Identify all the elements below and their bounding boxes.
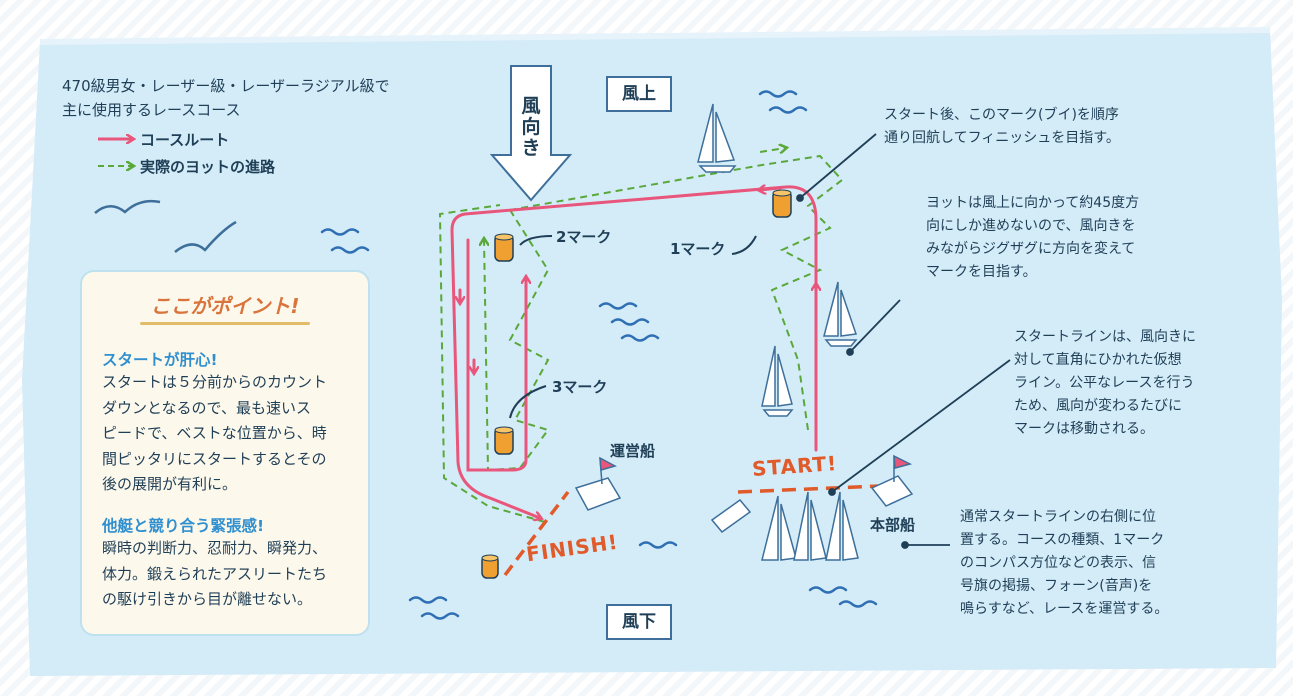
point-section1-body: スタートは５分前からのカウント ダウンとなるので、最も速いス ピードで、ベストな…	[102, 370, 364, 498]
course-route	[450, 187, 816, 518]
point-section2-body: 瞬時の判断力、忍耐力、瞬発力、 体力。鍛えられたアスリートたち の駆け引きから目…	[102, 536, 364, 613]
wind-direction-label: 風 向 き	[516, 96, 546, 159]
wave-icons	[320, 90, 878, 620]
course-intro: 470級男女・レーザー級・レーザーラジアル級で 主に使用するレースコース	[62, 74, 390, 122]
startline-note-line: マークは移動される。	[1014, 421, 1154, 437]
point-section1-line: 間ピッタリにスタートするとその	[102, 449, 327, 468]
buoy-mark3	[494, 426, 514, 455]
hq-note-line: 号旗の掲揚、フォーン(音声)を	[960, 578, 1153, 594]
zigzag-note-line: マークを目指す。	[926, 264, 1037, 280]
upwind-label: 風上	[606, 76, 672, 112]
point-section1-line: ダウンとなるので、最も速いス	[102, 398, 311, 417]
sailboat-icons	[697, 103, 859, 561]
mark1-label: 1マーク	[670, 240, 726, 258]
mark-note: スタート後、このマーク(ブイ)を順序 通り回航してフィニッシュを目指す。	[884, 104, 1120, 150]
wind-arrow	[489, 65, 573, 202]
startline-note-line: ライン。公平なレースを行う	[1014, 375, 1195, 391]
startline-note-line: ため、風向が変わるたびに	[1014, 398, 1182, 414]
zigzag-note: ヨットは風上に向かって約45度方 向にしか進めないので、風向きを みながらジグザ…	[926, 192, 1139, 284]
point-card: ここがポイント! スタートが肝心! スタートは５分前からのカウント ダウンとなる…	[80, 270, 370, 636]
committee-boat-small	[574, 456, 622, 511]
hq-note: 通常スタートラインの右側に位 置する。コースの種類、1マーク のコンパス方位など…	[960, 506, 1168, 621]
zigzag-note-line: 向にしか進めないので、風向きを	[926, 218, 1136, 234]
legend-course-route: コースルート	[140, 131, 230, 149]
intro-line-1: 470級男女・レーザー級・レーザーラジアル級で	[62, 77, 390, 95]
point-section2-line: 瞬時の判断力、忍耐力、瞬発力、	[102, 539, 328, 557]
committee-boat-main	[870, 454, 914, 507]
downwind-label: 風下	[606, 604, 672, 640]
point-section1-line: 後の展開が有利に。	[102, 475, 238, 493]
point-section1-line: スタートは５分前からのカウント	[102, 373, 328, 391]
point-section2-line: 体力。鍛えられたアスリートたち	[102, 564, 328, 583]
start-line	[737, 484, 881, 494]
intro-line-2: 主に使用するレースコース	[62, 101, 241, 119]
startline-note-line: 対して直角にひかれた仮想	[1014, 352, 1182, 368]
point-section2-line: の駆け引きから目が離せない。	[102, 590, 313, 608]
mark-note-line: 通り回航してフィニッシュを目指す。	[884, 130, 1120, 146]
buoy-finish	[481, 554, 499, 579]
point-card-title: ここがポイント!	[150, 294, 300, 318]
hq-note-line: 通常スタートラインの右側に位	[960, 509, 1156, 525]
wind-char: 風	[521, 95, 541, 117]
seagull-icon	[94, 199, 237, 253]
legend-actual-path: 実際のヨットの進路	[140, 158, 276, 176]
startline-note-line: スタートラインは、風向きに	[1014, 329, 1196, 345]
note-leader-lines	[796, 133, 1011, 549]
point-section1-heading: スタートが肝心!	[102, 351, 218, 369]
committee-boat-small-label: 運営船	[610, 442, 656, 460]
hq-note-line: のコンパス方位などの表示、信	[960, 555, 1156, 571]
zigzag-note-line: みながらジグザグに方向を変えて	[926, 241, 1136, 257]
buoy-mark1	[772, 189, 792, 218]
point-card-underline	[140, 322, 310, 325]
point-section1-line: ピードで、ベストな位置から、時	[102, 424, 327, 442]
zigzag-note-line: ヨットは風上に向かって約45度方	[926, 195, 1140, 211]
point-section2-heading: 他艇と競り合う緊張感!	[102, 517, 265, 535]
mark2-label: 2マーク	[556, 228, 612, 246]
wind-char: き	[521, 137, 541, 159]
mark3-label: 3マーク	[552, 378, 608, 396]
finish-line	[503, 490, 570, 577]
buoy-mark2	[494, 233, 514, 262]
committee-boat-main-label: 本部船	[870, 516, 916, 534]
hq-note-line: 置する。コースの種類、1マーク	[960, 532, 1165, 548]
mark-note-line: スタート後、このマーク(ブイ)を順序	[884, 107, 1119, 123]
wind-char: 向	[521, 116, 541, 138]
startline-note: スタートラインは、風向きに 対して直角にひかれた仮想 ライン。公平なレースを行う…	[1014, 326, 1196, 441]
hq-note-line: 鳴らすなど、レースを運営する。	[960, 601, 1169, 617]
